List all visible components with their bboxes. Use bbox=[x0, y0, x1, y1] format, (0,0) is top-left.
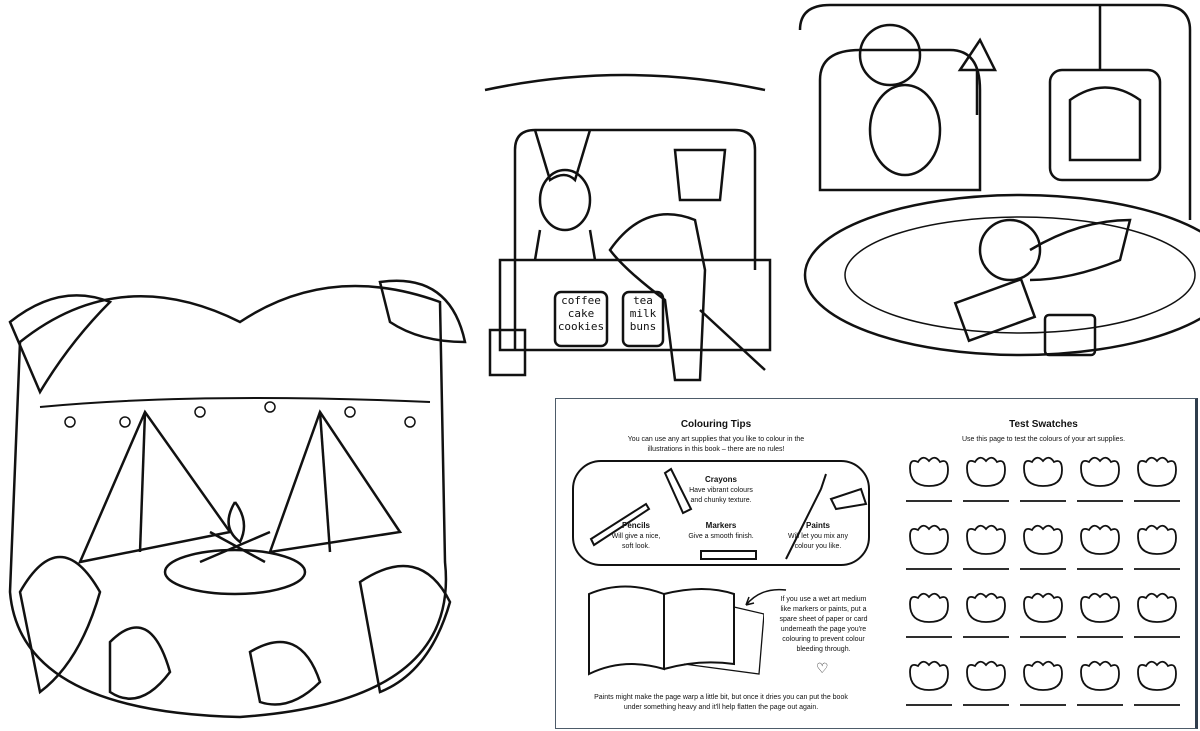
note-line: If you use a wet art medium bbox=[780, 596, 867, 603]
desc-line: soft look. bbox=[621, 543, 650, 550]
swatch-shape bbox=[1080, 524, 1120, 555]
tips-intro: You can use any art supplies that you li… bbox=[556, 435, 876, 455]
swatch-shape bbox=[909, 524, 949, 555]
cafe-sign-left: coffee cake cookies bbox=[555, 294, 607, 333]
swatch-shape bbox=[1023, 456, 1063, 487]
stove bbox=[1048, 5, 1162, 182]
camping-illustration bbox=[8, 279, 467, 719]
note-line: spare sheet of paper or card bbox=[779, 616, 868, 623]
paint-tube-icon bbox=[829, 487, 868, 511]
intro-line: You can use any art supplies that you li… bbox=[627, 436, 805, 443]
desc-line: Will let you mix any bbox=[788, 533, 848, 540]
heart-icon: ♡ bbox=[816, 661, 829, 677]
footer-line: Paints might make the page warp a little… bbox=[594, 694, 848, 701]
intro-line: illustrations in this book – there are n… bbox=[647, 446, 785, 453]
desc-line: Have vibrant colours bbox=[689, 487, 753, 494]
desc-line: Will give a nice, bbox=[611, 533, 661, 540]
swatch-shape bbox=[1023, 660, 1063, 691]
campfire bbox=[163, 501, 307, 596]
marker-icon bbox=[700, 550, 757, 560]
kangaroo bbox=[533, 129, 597, 261]
note-line: colouring to prevent colour bbox=[782, 636, 865, 643]
supplies-frame bbox=[572, 460, 870, 566]
paintbrush-icon bbox=[785, 473, 827, 560]
sign-item: cookies bbox=[557, 320, 605, 333]
swatches-title: Test Swatches bbox=[1009, 419, 1078, 430]
lamp bbox=[957, 37, 998, 115]
swatch-shape bbox=[909, 592, 949, 623]
swatch-shape bbox=[1137, 524, 1177, 555]
desc-line: colour you like. bbox=[794, 543, 842, 550]
desc-line: Give a smooth finish. bbox=[688, 533, 754, 540]
sign-item: cake bbox=[567, 307, 595, 320]
swatch-shape bbox=[1023, 592, 1063, 623]
swatches-subtitle: Use this page to test the colours of you… bbox=[961, 436, 1126, 443]
swatch-shape bbox=[1080, 592, 1120, 623]
swatch-grid bbox=[906, 456, 1180, 706]
crayon-icon bbox=[663, 467, 693, 515]
crocodile bbox=[608, 213, 766, 382]
swatch-shape bbox=[1137, 456, 1177, 487]
open-book-illustration bbox=[588, 585, 764, 676]
swatch-shape bbox=[966, 660, 1006, 691]
pencil-icon bbox=[589, 502, 651, 547]
sign-item: tea bbox=[633, 294, 653, 307]
swatch-shape bbox=[966, 592, 1006, 623]
supply-desc-pencils: Will give a nice, soft look. bbox=[601, 532, 671, 552]
tent-right bbox=[268, 409, 403, 554]
tips-footer: Paints might make the page warp a little… bbox=[556, 693, 886, 713]
supply-desc-markers: Give a smooth finish. bbox=[676, 532, 766, 542]
wet-medium-note: If you use a wet art medium like markers… bbox=[766, 595, 881, 655]
footer-line: under something heavy and it'll help fla… bbox=[623, 704, 819, 711]
tent-left bbox=[77, 409, 233, 564]
note-line: bleeding through. bbox=[796, 646, 851, 653]
swatch-shape bbox=[1023, 524, 1063, 555]
swatch-shape bbox=[909, 456, 949, 487]
note-line: underneath the page you're bbox=[780, 626, 867, 633]
colouring-tips-sheet: Colouring Tips You can use any art suppl… bbox=[555, 398, 1198, 729]
desc-line: and chunky texture. bbox=[690, 497, 752, 504]
swatch-shape bbox=[1080, 660, 1120, 691]
swatch-shape bbox=[909, 660, 949, 691]
koala-knitting bbox=[858, 23, 942, 177]
tips-title: Colouring Tips bbox=[680, 419, 752, 430]
note-line: like markers or paints, put a bbox=[780, 606, 867, 613]
supply-name-crayons: Crayons bbox=[704, 475, 737, 484]
swatch-shape bbox=[966, 524, 1006, 555]
swatch-shape bbox=[966, 456, 1006, 487]
armchair bbox=[818, 48, 982, 192]
supply-desc-paints: Will let you mix any colour you like. bbox=[778, 532, 858, 552]
arrow-icon bbox=[745, 588, 787, 606]
swatch-shape bbox=[1137, 660, 1177, 691]
supply-name-pencils: Pencils bbox=[621, 521, 650, 530]
supply-name-markers: Markers bbox=[705, 521, 737, 530]
cafe-illustration bbox=[484, 73, 772, 382]
sign-item: coffee bbox=[561, 294, 601, 307]
supply-desc-crayons: Have vibrant colours and chunky texture. bbox=[676, 486, 766, 506]
swatch-shape bbox=[1080, 456, 1120, 487]
swatch-shape bbox=[1137, 592, 1177, 623]
sign-item: buns bbox=[629, 320, 657, 333]
koala-illustration bbox=[798, 3, 1200, 357]
supply-name-paints: Paints bbox=[805, 521, 830, 530]
koala-drawing bbox=[978, 218, 1132, 282]
cafe-sign-right: tea milk buns bbox=[623, 294, 663, 333]
sign-item: milk bbox=[629, 307, 657, 320]
